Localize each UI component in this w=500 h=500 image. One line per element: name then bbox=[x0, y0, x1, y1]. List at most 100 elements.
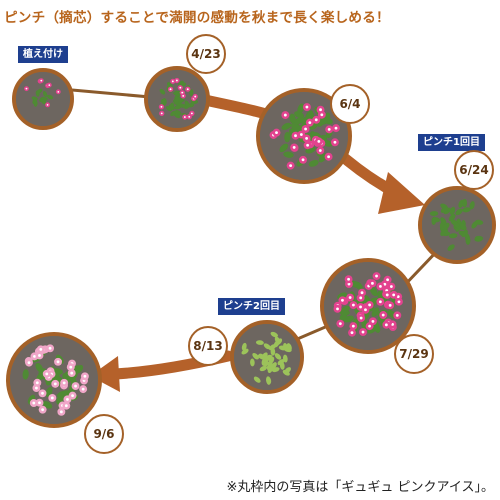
page-title: ピンチ（摘芯）することで満開の感動を秋まで長く楽しめる！ bbox=[4, 10, 390, 26]
flower-center bbox=[334, 126, 338, 130]
flower-center bbox=[35, 386, 38, 390]
flower-center bbox=[371, 319, 375, 323]
flower-center bbox=[308, 121, 312, 125]
flower-center bbox=[338, 322, 342, 326]
flower-center bbox=[57, 90, 60, 93]
tag-planting: 植え付け bbox=[18, 46, 68, 63]
leaf bbox=[289, 113, 296, 125]
flower-center bbox=[160, 112, 163, 115]
leaf bbox=[469, 201, 475, 210]
flower-center bbox=[392, 293, 396, 297]
flower-center bbox=[179, 86, 182, 89]
flower-center bbox=[289, 164, 293, 168]
leaf bbox=[250, 358, 255, 367]
leaf bbox=[275, 338, 283, 346]
leaf bbox=[369, 286, 378, 297]
flower-center bbox=[194, 95, 197, 98]
leaf bbox=[339, 309, 350, 316]
flower-center bbox=[50, 396, 54, 400]
leaf bbox=[373, 322, 381, 333]
leaf bbox=[161, 99, 166, 106]
leaf bbox=[305, 110, 314, 120]
flower-center bbox=[38, 354, 41, 357]
flower-center bbox=[160, 105, 163, 108]
leaf bbox=[283, 343, 289, 351]
flower-center bbox=[327, 155, 331, 159]
flower-center bbox=[378, 300, 382, 304]
leaf bbox=[241, 348, 249, 355]
leaf bbox=[455, 208, 463, 216]
growth-arrow-2-head bbox=[90, 356, 120, 392]
leaf bbox=[308, 159, 319, 167]
flower-center bbox=[190, 112, 193, 115]
leaf bbox=[35, 362, 44, 373]
flower-center bbox=[320, 113, 324, 117]
leaf bbox=[440, 228, 447, 236]
flower-center bbox=[171, 80, 174, 83]
flower-center bbox=[301, 158, 305, 162]
leaf bbox=[290, 123, 301, 131]
photo-aug13 bbox=[230, 320, 304, 394]
flower-center bbox=[169, 88, 172, 91]
flower-center bbox=[46, 103, 49, 106]
tag-pinch-1: ピンチ1回目 bbox=[418, 134, 485, 151]
leaf bbox=[462, 207, 471, 213]
flower-center bbox=[347, 277, 350, 281]
flower-center bbox=[74, 384, 77, 388]
leaf bbox=[263, 343, 271, 350]
flower-center bbox=[361, 330, 365, 334]
flower-center bbox=[385, 293, 389, 297]
leaf bbox=[354, 281, 363, 291]
date-badge-jul29: 7/29 bbox=[394, 334, 434, 374]
leaf bbox=[279, 361, 285, 370]
leaf bbox=[266, 365, 275, 371]
leaf bbox=[241, 342, 247, 351]
flower-center bbox=[48, 346, 52, 350]
leaf bbox=[452, 220, 459, 228]
date-badge-aug13: 8/13 bbox=[188, 326, 228, 366]
flower-center bbox=[62, 381, 66, 385]
flower-center bbox=[350, 331, 354, 335]
leaf bbox=[281, 122, 292, 131]
flower-center bbox=[175, 79, 178, 82]
flower-center bbox=[305, 105, 309, 109]
flower-center bbox=[27, 361, 31, 365]
leaf bbox=[174, 105, 182, 110]
leaf bbox=[36, 88, 43, 94]
leaf bbox=[294, 111, 305, 119]
flower-center bbox=[71, 394, 74, 398]
flower-center bbox=[32, 401, 36, 405]
flower-center bbox=[53, 382, 57, 386]
flower-center bbox=[181, 91, 184, 94]
flower-center bbox=[389, 285, 393, 288]
leaf bbox=[253, 376, 261, 383]
flower-center bbox=[59, 410, 63, 414]
leaf bbox=[449, 206, 456, 215]
leaf bbox=[447, 244, 455, 251]
flower-center bbox=[333, 140, 337, 144]
leaf bbox=[429, 211, 439, 216]
leaf bbox=[440, 206, 449, 213]
flower-center bbox=[359, 305, 362, 309]
flower-center bbox=[292, 146, 296, 149]
growth-arrow-1-head bbox=[378, 172, 425, 214]
leaf bbox=[32, 98, 37, 105]
flower-center bbox=[25, 87, 28, 90]
leaf bbox=[175, 96, 181, 103]
leaf bbox=[189, 89, 194, 97]
photo-jun24 bbox=[418, 186, 496, 264]
leaf bbox=[266, 376, 271, 385]
flower-center bbox=[327, 127, 331, 131]
flower-center bbox=[66, 397, 69, 401]
flower-center bbox=[388, 303, 392, 307]
flower-center bbox=[375, 274, 378, 278]
flower-center bbox=[348, 296, 352, 299]
leaf bbox=[279, 143, 289, 153]
flower-center bbox=[33, 354, 36, 358]
date-badge-jun4: 6/4 bbox=[330, 84, 370, 124]
leaf bbox=[159, 88, 166, 95]
photo-jul29 bbox=[320, 258, 416, 354]
leaf bbox=[259, 365, 268, 372]
leaf bbox=[431, 217, 441, 223]
